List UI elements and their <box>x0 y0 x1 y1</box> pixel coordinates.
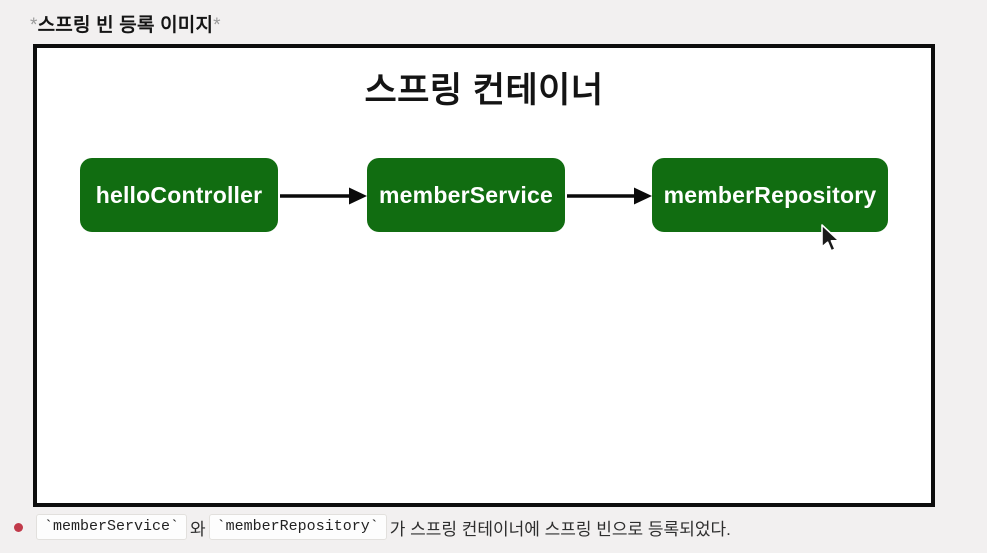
node-memberservice[interactable]: memberService <box>367 158 565 232</box>
asterisk-suffix: * <box>213 15 221 36</box>
node-memberrepository-label: memberRepository <box>663 181 877 208</box>
node-memberrepository[interactable]: memberRepository <box>652 158 888 232</box>
caption-text-1: 와 <box>190 519 206 539</box>
caption-bullet-line: `memberService` 와 `memberRepository` 가 스… <box>6 514 987 540</box>
page-title: *스프링 빈 등록 이미지* <box>30 10 221 37</box>
arrow-layer <box>280 187 652 205</box>
code-memberservice: `memberService` <box>36 514 188 540</box>
node-hellocontroller-label: helloController <box>95 181 263 208</box>
code-memberrepository: `memberRepository` <box>208 514 387 540</box>
mouse-cursor-icon <box>821 224 840 252</box>
asterisk-prefix: * <box>30 15 38 36</box>
container-title: 스프링 컨테이너 <box>364 71 604 110</box>
page-title-text: 스프링 빈 등록 이미지 <box>37 15 214 36</box>
spring-container-box: 스프링 컨테이너 helloController memberService m… <box>33 44 935 507</box>
node-memberservice-label: memberService <box>379 181 553 208</box>
caption-text-2: 가 스프링 컨테이너에 스프링 빈으로 등록되었다. <box>389 519 731 539</box>
arrow-memberservice-to-memberrepository <box>567 187 652 205</box>
node-hellocontroller[interactable]: helloController <box>80 158 278 232</box>
bullet-icon <box>14 522 23 532</box>
arrow-hellocontroller-to-memberservice <box>280 187 367 205</box>
